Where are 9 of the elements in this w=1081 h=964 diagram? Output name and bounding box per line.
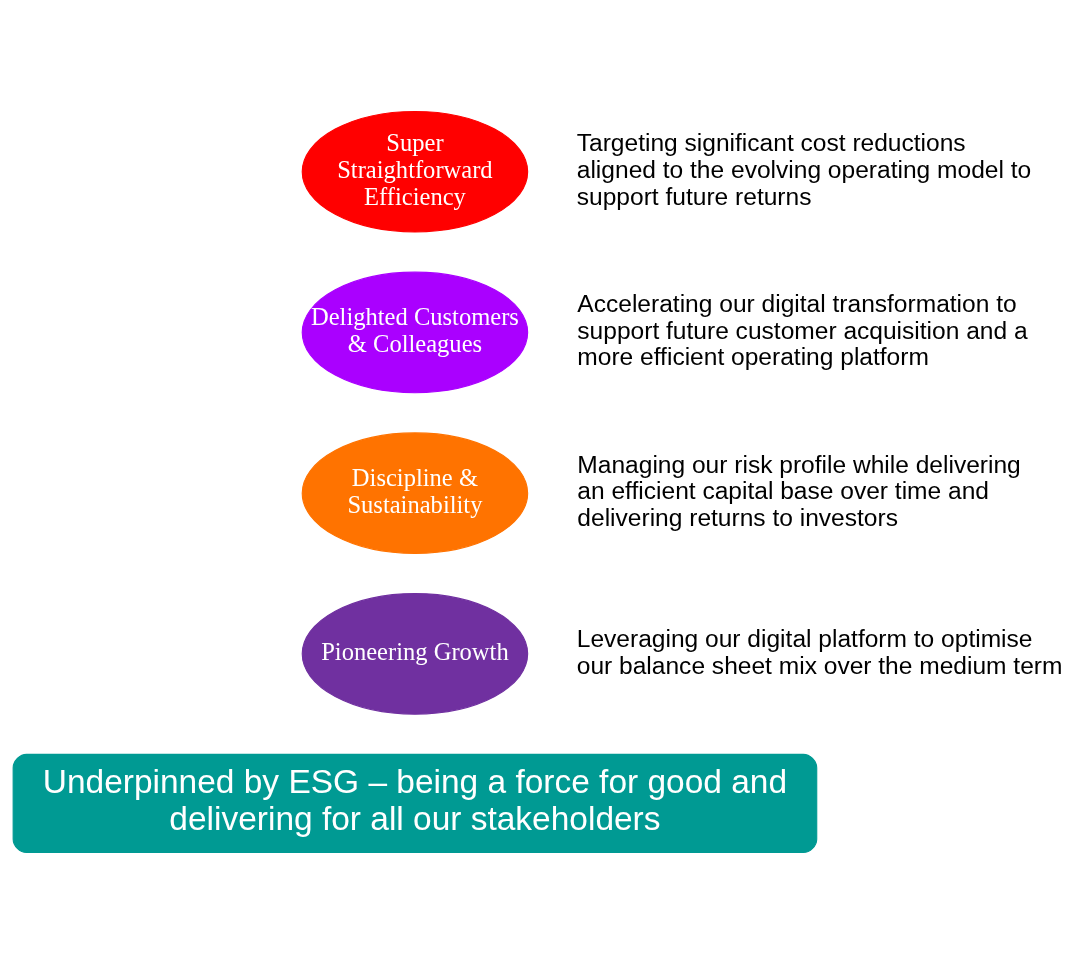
node-label: Accelerating our digital transformation to support future customer acquisition and a more efficient operating platform (577, 289, 1028, 371)
node-ellipse: Pioneering Growth (301, 593, 529, 715)
node-ellipse: Delighted Customers & Colleagues (301, 271, 529, 394)
node-label: Targeting significant cost reductions aligned to the evolving operating model to support future returns (576, 129, 1032, 210)
node-ellipse: Discipline & Sustainability (301, 432, 529, 554)
node-label: Managing our risk profile while delivering an efficient capital base over time and delivering returns to investors (577, 450, 1021, 532)
node-box: Underpinned by ESG – being a force for good and delivering for all our stakeholders (12, 753, 818, 854)
node-label: Leveraging our digital platform to optimise our balance sheet mix over the medium term (576, 624, 1063, 679)
node-ellipse: Super Straightforward Efficiency (301, 110, 529, 233)
